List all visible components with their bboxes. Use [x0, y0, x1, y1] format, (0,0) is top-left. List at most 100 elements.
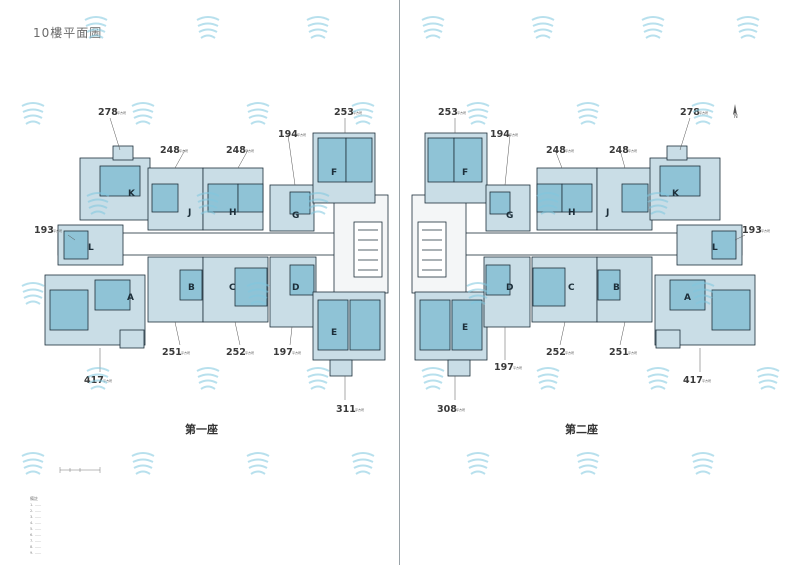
area-unit-label: 平方呎 — [457, 110, 466, 115]
note-line: 7. ...... — [30, 539, 42, 543]
unit-letter: H — [229, 208, 237, 218]
unit-letter: K — [672, 189, 680, 199]
area-unit-label: 平方呎 — [245, 350, 254, 355]
watermark-logo — [575, 450, 601, 476]
page-divider — [399, 0, 400, 565]
area-unit-label: 平方呎 — [355, 407, 364, 412]
notes-heading: 備註 — [30, 496, 38, 501]
area-unit-label: 平方呎 — [53, 228, 62, 233]
note-line: 5. ...... — [30, 527, 42, 531]
unit-area-label: 251 — [609, 347, 629, 358]
note-line: 8. ...... — [30, 545, 42, 549]
tower-2-label: 第二座 — [565, 423, 598, 436]
watermark-logo — [465, 280, 491, 306]
watermark-logo — [535, 190, 561, 216]
unit-letter: L — [712, 243, 718, 253]
watermark-logo — [465, 450, 491, 476]
north-arrow-label: N — [734, 114, 738, 120]
area-unit-label: 平方呎 — [628, 148, 637, 153]
unit-area-label: 248 — [160, 145, 180, 156]
area-unit-label: 平方呎 — [353, 110, 362, 115]
unit-letter: K — [128, 189, 136, 199]
watermark-logo — [305, 365, 331, 391]
scale-bar — [59, 467, 101, 473]
north-arrow: N — [728, 104, 742, 126]
unit-area-label: 194 — [490, 129, 510, 140]
unit-area-label: 194 — [278, 129, 298, 140]
note-line: 9. ...... — [30, 551, 42, 555]
unit-letter: F — [462, 168, 468, 178]
unit-area-label: 193 — [742, 225, 762, 236]
area-unit-label: 平方呎 — [565, 148, 574, 153]
watermark-logo — [85, 190, 111, 216]
watermark-logo — [195, 190, 221, 216]
area-unit-label: 平方呎 — [297, 132, 306, 137]
unit-area-label: 252 — [226, 347, 246, 358]
unit-letter: G — [292, 211, 299, 221]
watermark-logo — [575, 100, 601, 126]
area-unit-label: 平方呎 — [628, 350, 637, 355]
tower-2-unit-letters: F G H J K L E D C B A — [462, 168, 718, 333]
unit-area-label: 193 — [34, 225, 54, 236]
note-line: 3. ...... — [30, 515, 42, 519]
watermark-logo — [735, 14, 761, 40]
tower-2-area-labels: 253 194 248 248 278 193 308 197 252 251 … — [437, 107, 762, 415]
watermark-logo — [83, 14, 109, 40]
watermark-logo — [245, 280, 271, 306]
notes-section: 備註 1. ...... 2. ...... 3. ...... 4. ....… — [30, 496, 360, 556]
watermark-logo — [245, 100, 271, 126]
area-unit-label: 平方呎 — [245, 148, 254, 153]
unit-area-label: 248 — [609, 145, 629, 156]
watermark-logo — [530, 14, 556, 40]
unit-area-label: 308 — [437, 404, 457, 415]
tower-1-unit-letters: K J H G F L A B C D E — [88, 168, 337, 338]
tower-1-plan — [44, 132, 389, 377]
watermark-logo — [465, 100, 491, 126]
unit-area-label: 252 — [546, 347, 566, 358]
area-unit-label: 平方呎 — [702, 378, 711, 383]
unit-letter: F — [331, 168, 337, 178]
area-unit-label: 平方呎 — [699, 110, 708, 115]
watermark-logo — [420, 365, 446, 391]
area-unit-label: 平方呎 — [292, 350, 301, 355]
watermark-logo — [195, 14, 221, 40]
unit-letter: E — [331, 328, 337, 338]
unit-letter: E — [462, 323, 468, 333]
unit-letter: J — [605, 208, 609, 218]
watermark-logo — [645, 190, 671, 216]
unit-area-label: 197 — [273, 347, 293, 358]
unit-letter: A — [127, 293, 134, 303]
unit-letter: H — [568, 208, 576, 218]
area-unit-label: 平方呎 — [513, 365, 522, 370]
note-line: 2. ...... — [30, 509, 42, 513]
area-unit-label: 平方呎 — [509, 132, 518, 137]
unit-area-label: 248 — [546, 145, 566, 156]
watermark-logo — [535, 365, 561, 391]
area-unit-suffixes: 平方呎 平方呎 平方呎 平方呎 平方呎 平方呎 平方呎 平方呎 平方呎 平方呎 … — [53, 110, 770, 412]
unit-letter: G — [506, 211, 513, 221]
unit-letter: D — [292, 283, 299, 293]
watermark-logo — [350, 450, 376, 476]
note-line: 4. ...... — [30, 521, 42, 525]
watermark-logo — [420, 14, 446, 40]
area-unit-label: 平方呎 — [181, 350, 190, 355]
unit-letter: A — [684, 293, 691, 303]
area-unit-label: 平方呎 — [456, 407, 465, 412]
watermark-logo — [350, 100, 376, 126]
unit-letter: J — [187, 208, 191, 218]
unit-area-label: 278 — [680, 107, 700, 118]
watermark-logo — [755, 365, 781, 391]
unit-area-label: 417 — [683, 375, 703, 386]
unit-area-label: 251 — [162, 347, 182, 358]
unit-letter: C — [568, 283, 575, 293]
unit-area-label: 253 — [438, 107, 458, 118]
watermark-logo — [305, 14, 331, 40]
unit-area-label: 311 — [336, 404, 356, 415]
area-leader-lines — [67, 117, 746, 400]
watermark-logo — [690, 100, 716, 126]
watermark-logo — [20, 100, 46, 126]
unit-area-label: 253 — [334, 107, 354, 118]
watermark-logo — [640, 14, 666, 40]
watermark-logo — [690, 450, 716, 476]
